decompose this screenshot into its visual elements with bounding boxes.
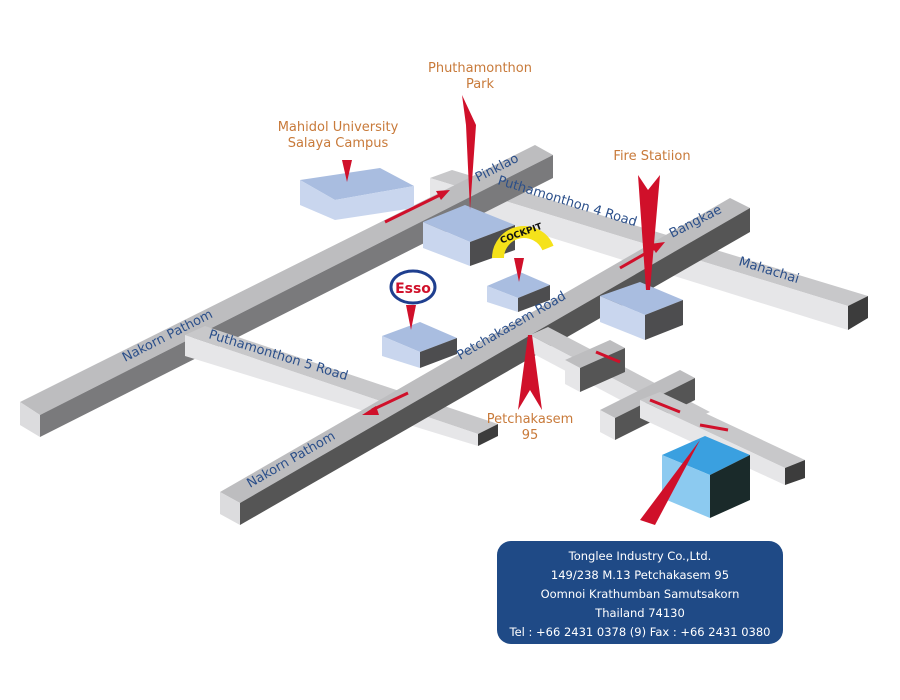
pin-fire: [638, 175, 660, 290]
road-petchakasem: [220, 198, 750, 525]
location-pins: [342, 95, 700, 525]
pin-university: [342, 160, 352, 182]
address-line-2: Oomnoi Krathumban Samutsakorn: [540, 587, 740, 601]
tonglee-factory: [662, 436, 750, 518]
label-petchakasem95-2: 95: [522, 428, 539, 443]
label-university-1: Mahidol University: [278, 120, 399, 135]
address-line-3: Thailand 74130: [595, 606, 685, 620]
company-name: Tonglee Industry Co.,Ltd.: [568, 549, 712, 563]
pin-park: [462, 95, 476, 210]
address-line-1: 149/238 M.13 Petchakasem 95: [550, 568, 730, 582]
company-info-box: Tonglee Industry Co.,Ltd. 149/238 M.13 P…: [497, 541, 783, 644]
label-park-2: Park: [466, 77, 495, 92]
buildings: [300, 168, 683, 368]
label-fire-station: Fire Statiion: [613, 149, 690, 164]
pin-petchakasem95: [518, 335, 542, 410]
label-petchakasem95-1: Petchakasem: [487, 412, 574, 427]
esso-logo: Esso: [389, 269, 437, 305]
svg-text:Esso: Esso: [395, 281, 431, 297]
label-park-1: Phuthamonthon: [428, 61, 532, 76]
contact-line: Tel : +66 2431 0378 (9) Fax : +66 2431 0…: [509, 625, 771, 639]
pin-cockpit: [514, 258, 524, 282]
pin-factory: [640, 440, 700, 525]
road-nakorn-pathom-upper: [20, 145, 553, 437]
label-university-2: Salaya Campus: [288, 136, 389, 151]
pin-esso: [406, 305, 416, 330]
